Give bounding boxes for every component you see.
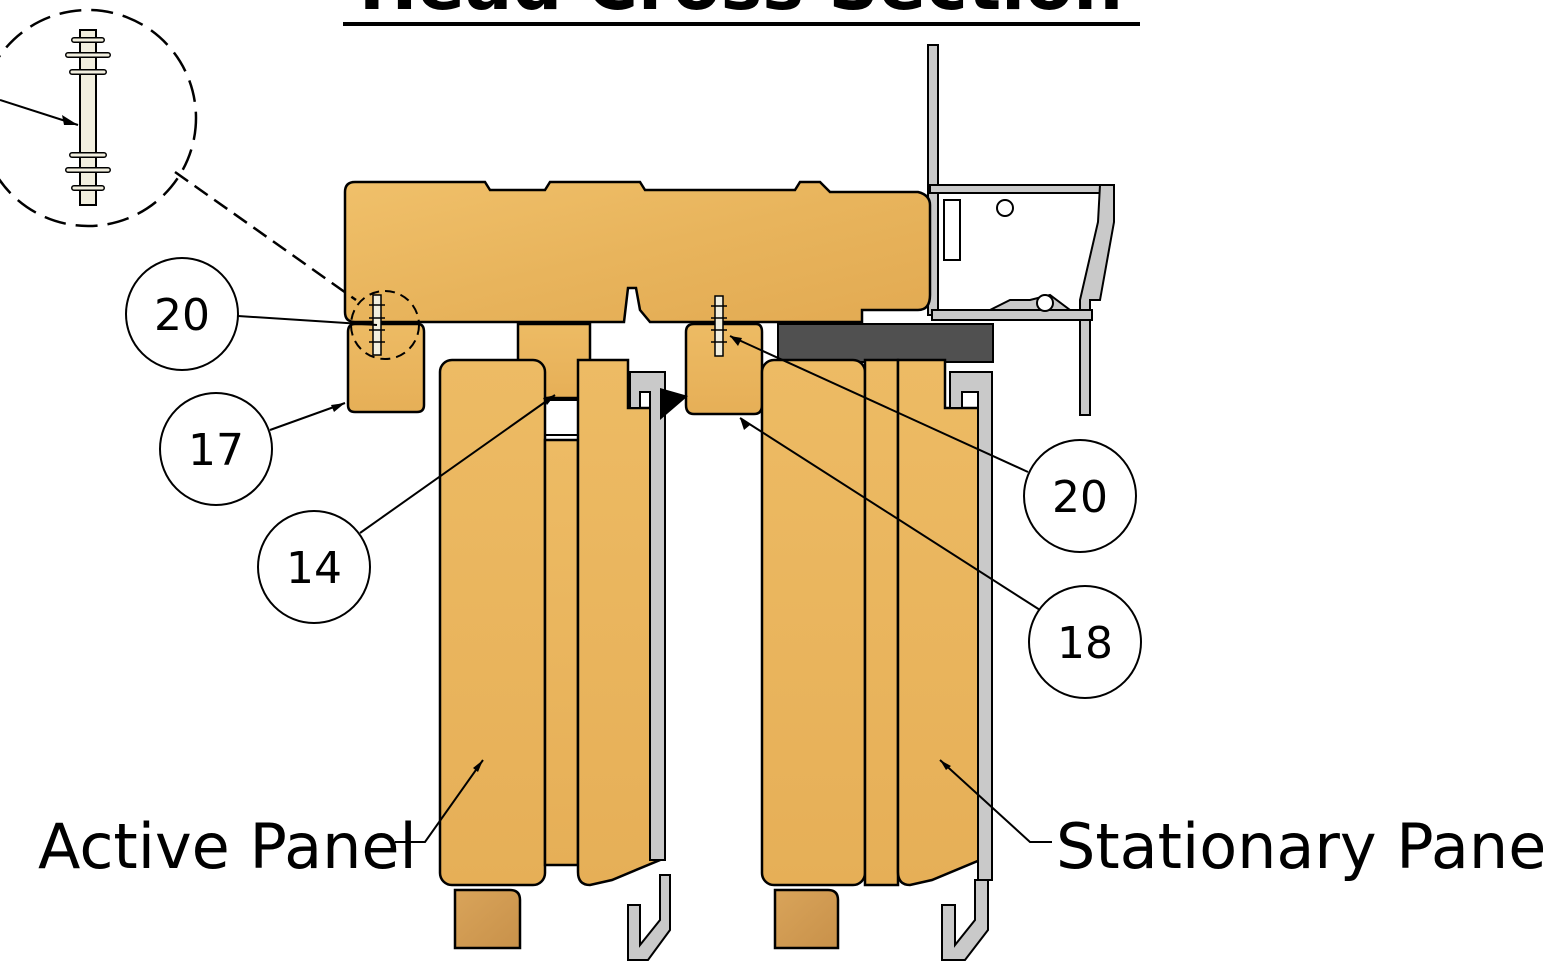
head-jamb-wood (343, 180, 932, 324)
detail-circle-small (350, 290, 420, 360)
active-panel (438, 358, 688, 961)
callout-14: 14 (257, 510, 371, 624)
leader-arrowheads (331, 336, 951, 772)
callout-18: 18 (1028, 585, 1142, 699)
callout-17-label: 17 (188, 425, 244, 476)
stationary-panel (760, 358, 993, 961)
callout-20-right-label: 20 (1052, 472, 1108, 523)
callout-20-left: 20 (125, 257, 239, 371)
seal-20-right (711, 295, 727, 357)
enlarged-seal-detail (0, 8, 357, 302)
callout-17: 17 (159, 392, 273, 506)
callout-18-label: 18 (1057, 618, 1113, 669)
diagram-title: Head Cross Section (359, 0, 1123, 26)
aluminum-head-frame (927, 44, 1115, 416)
active-panel-label: Active Panel (38, 810, 417, 883)
callout-20-left-label: 20 (154, 290, 210, 341)
callout-20-right: 20 (1023, 439, 1137, 553)
stationary-panel-label: Stationary Panel (1056, 810, 1543, 883)
part-18-stop (684, 322, 764, 416)
part-17-stop (346, 322, 426, 414)
callout-14-label: 14 (286, 543, 342, 594)
leader-lines (237, 315, 1052, 843)
weatherstrip (777, 323, 994, 363)
